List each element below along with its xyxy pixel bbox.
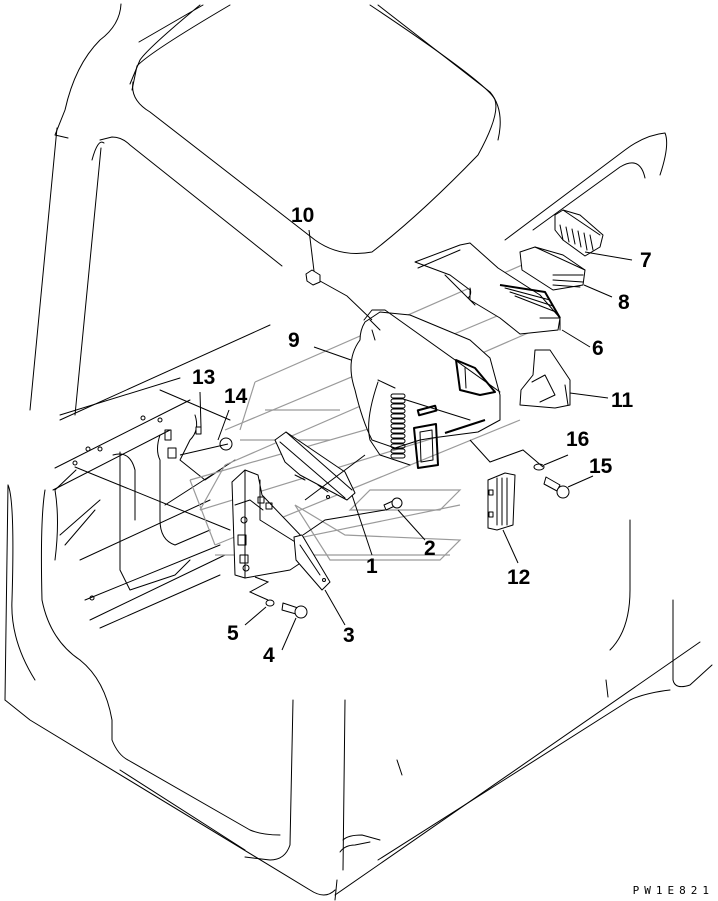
callout-16[interactable]: 16 bbox=[566, 428, 589, 451]
callout-11[interactable]: 11 bbox=[611, 389, 634, 412]
leader-lines bbox=[179, 229, 633, 651]
bellows bbox=[390, 393, 406, 459]
callout-10[interactable]: 10 bbox=[291, 204, 314, 227]
part-10-clip bbox=[305, 269, 321, 286]
cab-frame bbox=[4, 3, 713, 901]
part-15-bolt bbox=[543, 476, 570, 499]
part-8-grille bbox=[519, 246, 586, 291]
part-6-duct bbox=[414, 242, 561, 335]
part-11-vent bbox=[519, 349, 571, 409]
part-9-cover bbox=[350, 309, 501, 469]
callout-1[interactable]: 1 bbox=[366, 555, 378, 578]
part-13-clip bbox=[195, 426, 202, 435]
left-console-structure bbox=[52, 377, 236, 629]
callout-13[interactable]: 13 bbox=[192, 366, 215, 389]
callout-4[interactable]: 4 bbox=[263, 644, 275, 667]
part-1-duct bbox=[274, 431, 356, 501]
callout-8[interactable]: 8 bbox=[618, 291, 630, 314]
part-2-bolt bbox=[383, 497, 403, 511]
part-4-bolt bbox=[281, 602, 308, 619]
callout-9[interactable]: 9 bbox=[288, 329, 300, 352]
bracket-assembly bbox=[231, 469, 306, 579]
callout-2[interactable]: 2 bbox=[424, 537, 436, 560]
part-7-louver bbox=[554, 209, 604, 257]
callout-12[interactable]: 12 bbox=[507, 566, 530, 589]
callout-7[interactable]: 7 bbox=[640, 249, 652, 272]
callouts: 1 2 3 4 5 6 7 8 9 10 11 12 13 14 15 16 bbox=[192, 204, 652, 667]
callout-14[interactable]: 14 bbox=[224, 385, 248, 408]
part-12-louver bbox=[487, 472, 516, 531]
part-3-bracket bbox=[293, 534, 331, 591]
part-5-washer bbox=[265, 599, 275, 607]
callout-15[interactable]: 15 bbox=[589, 455, 613, 478]
callout-3[interactable]: 3 bbox=[343, 624, 355, 647]
drawing-code: PW1E821 bbox=[632, 884, 714, 897]
callout-6[interactable]: 6 bbox=[592, 337, 604, 360]
callout-5[interactable]: 5 bbox=[227, 622, 239, 645]
